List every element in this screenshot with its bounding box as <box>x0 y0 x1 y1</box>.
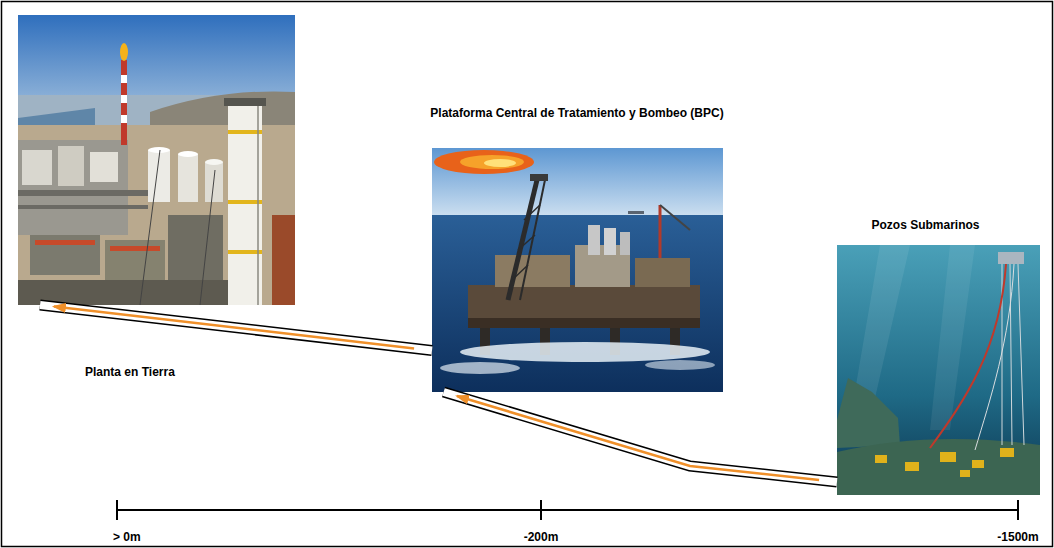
platform-photo-part <box>484 159 516 167</box>
depth-scale-part <box>117 509 1018 511</box>
platform-photo <box>432 148 723 392</box>
node-title: Plataforma Central de Tratamiento y Bomb… <box>427 106 727 121</box>
flow-arrow <box>54 307 414 349</box>
platform-photo-part <box>659 205 662 258</box>
subsea-wells-picture-part <box>837 378 900 448</box>
onshore-plant-photo-part <box>168 215 223 285</box>
platform-photo-part <box>635 258 690 287</box>
depth-scale-part <box>540 500 542 520</box>
onshore-plant-photo-part <box>224 98 266 106</box>
platform-photo-part <box>620 232 630 255</box>
subsea-wells-picture-part <box>1018 264 1024 445</box>
subsea-wells-picture-part <box>837 439 1040 495</box>
onshore-plant-photo-part <box>272 215 295 305</box>
depth-label: -1500m <box>997 530 1038 545</box>
scale-label-holder: > 0m <box>113 527 141 545</box>
onshore-plant-photo-part <box>105 240 165 285</box>
platform-photo-part <box>432 148 723 218</box>
depth-label: > 0m <box>113 530 141 545</box>
subsea-wells-picture-part <box>1000 448 1014 457</box>
platform-photo-part <box>628 211 644 214</box>
onshore-plant-photo-part <box>228 250 262 254</box>
pipe-wall <box>40 305 432 351</box>
depth-scale-part <box>1017 500 1019 520</box>
onshore-plant-photo-part <box>18 140 128 235</box>
onshore-plant-photo-part <box>257 106 259 305</box>
platform-photo-part <box>495 255 570 287</box>
onshore-plant-photo-part <box>18 190 148 196</box>
onshore-plant-photo-part <box>178 151 198 157</box>
onshore-plant-photo-part <box>228 200 262 204</box>
pipeline-connector <box>40 305 432 351</box>
subsea-wells-picture-part <box>972 460 984 468</box>
pipe-bore <box>40 305 432 351</box>
onshore-plant-photo-part <box>110 246 160 251</box>
onshore-plant-photo-part <box>90 152 118 182</box>
subsea-wells-picture-part <box>875 455 887 463</box>
platform-photo-part <box>460 155 524 169</box>
pipe-bore <box>444 392 837 482</box>
platform-photo-part <box>440 362 520 374</box>
onshore-plant-photo-part <box>58 146 84 186</box>
onshore-plant-photo-part <box>148 147 170 153</box>
depth-scale-part <box>116 500 118 520</box>
node-title: Pozos Submarinos <box>824 218 1027 233</box>
onshore-plant-photo-part <box>18 205 148 209</box>
depth-scale <box>117 500 1018 520</box>
onshore-plant-photo-part <box>30 235 100 275</box>
onshore-plant-photo <box>18 15 295 305</box>
platform-photo-part <box>434 150 534 174</box>
platform-photo-part <box>512 265 528 280</box>
platform-photo-part <box>460 342 710 362</box>
onshore-plant-photo-part <box>22 150 52 185</box>
onshore-plant-photo-part <box>140 150 160 305</box>
subsea-wells-picture-part <box>940 452 956 462</box>
subsea-wells-picture-part <box>960 470 970 477</box>
scale-label-holder: -1500m <box>997 527 1038 545</box>
platform-photo-part <box>520 180 545 300</box>
subsea-wells-picture-part <box>837 245 1040 495</box>
onshore-plant-photo-part <box>150 91 295 130</box>
onshore-plant-photo-part <box>120 43 128 61</box>
platform-photo-part <box>588 225 600 255</box>
pipe-wall <box>444 392 837 482</box>
onshore-plant-photo-part <box>121 75 127 83</box>
subsea-wells-picture-part <box>998 252 1024 264</box>
subsea-wells-picture-part <box>975 264 1014 450</box>
onshore-plant-photo-part <box>35 240 95 245</box>
onshore-plant-photo-part <box>205 159 223 165</box>
scale-label-holder: -200m <box>524 527 559 545</box>
onshore-plant-node: Planta en Tierra <box>18 15 295 305</box>
onshore-plant-photo-part <box>121 95 127 103</box>
platform-photo-part <box>645 360 715 370</box>
subsea-wells-node: Pozos Submarinos <box>837 245 1040 495</box>
onshore-plant-photo-part <box>178 154 198 202</box>
node-title: Planta en Tierra <box>85 365 175 380</box>
subsea-wells-picture <box>837 245 1040 495</box>
platform-photo-part <box>524 205 540 220</box>
platform-photo-part <box>530 174 548 181</box>
flow-arrow <box>457 396 819 480</box>
platform-photo-part <box>660 205 690 230</box>
onshore-plant-photo-part <box>121 115 127 123</box>
platform-node: Plataforma Central de Tratamiento y Bomb… <box>432 148 723 392</box>
pipeline-connector <box>444 392 837 482</box>
platform-photo-part <box>468 318 700 328</box>
onshore-plant-photo-part <box>200 170 215 305</box>
onshore-plant-photo-part <box>228 130 262 134</box>
platform-photo-part <box>518 235 535 250</box>
platform-photo-part <box>432 215 723 392</box>
platform-photo-part <box>604 228 616 255</box>
subsea-wells-picture-part <box>930 245 975 430</box>
subsea-wells-picture-part <box>905 462 919 471</box>
onshore-plant-photo-part <box>228 100 262 305</box>
subsea-wells-picture-part <box>930 264 1006 448</box>
depth-label: -200m <box>524 530 559 545</box>
onshore-plant-photo-part <box>121 60 127 145</box>
